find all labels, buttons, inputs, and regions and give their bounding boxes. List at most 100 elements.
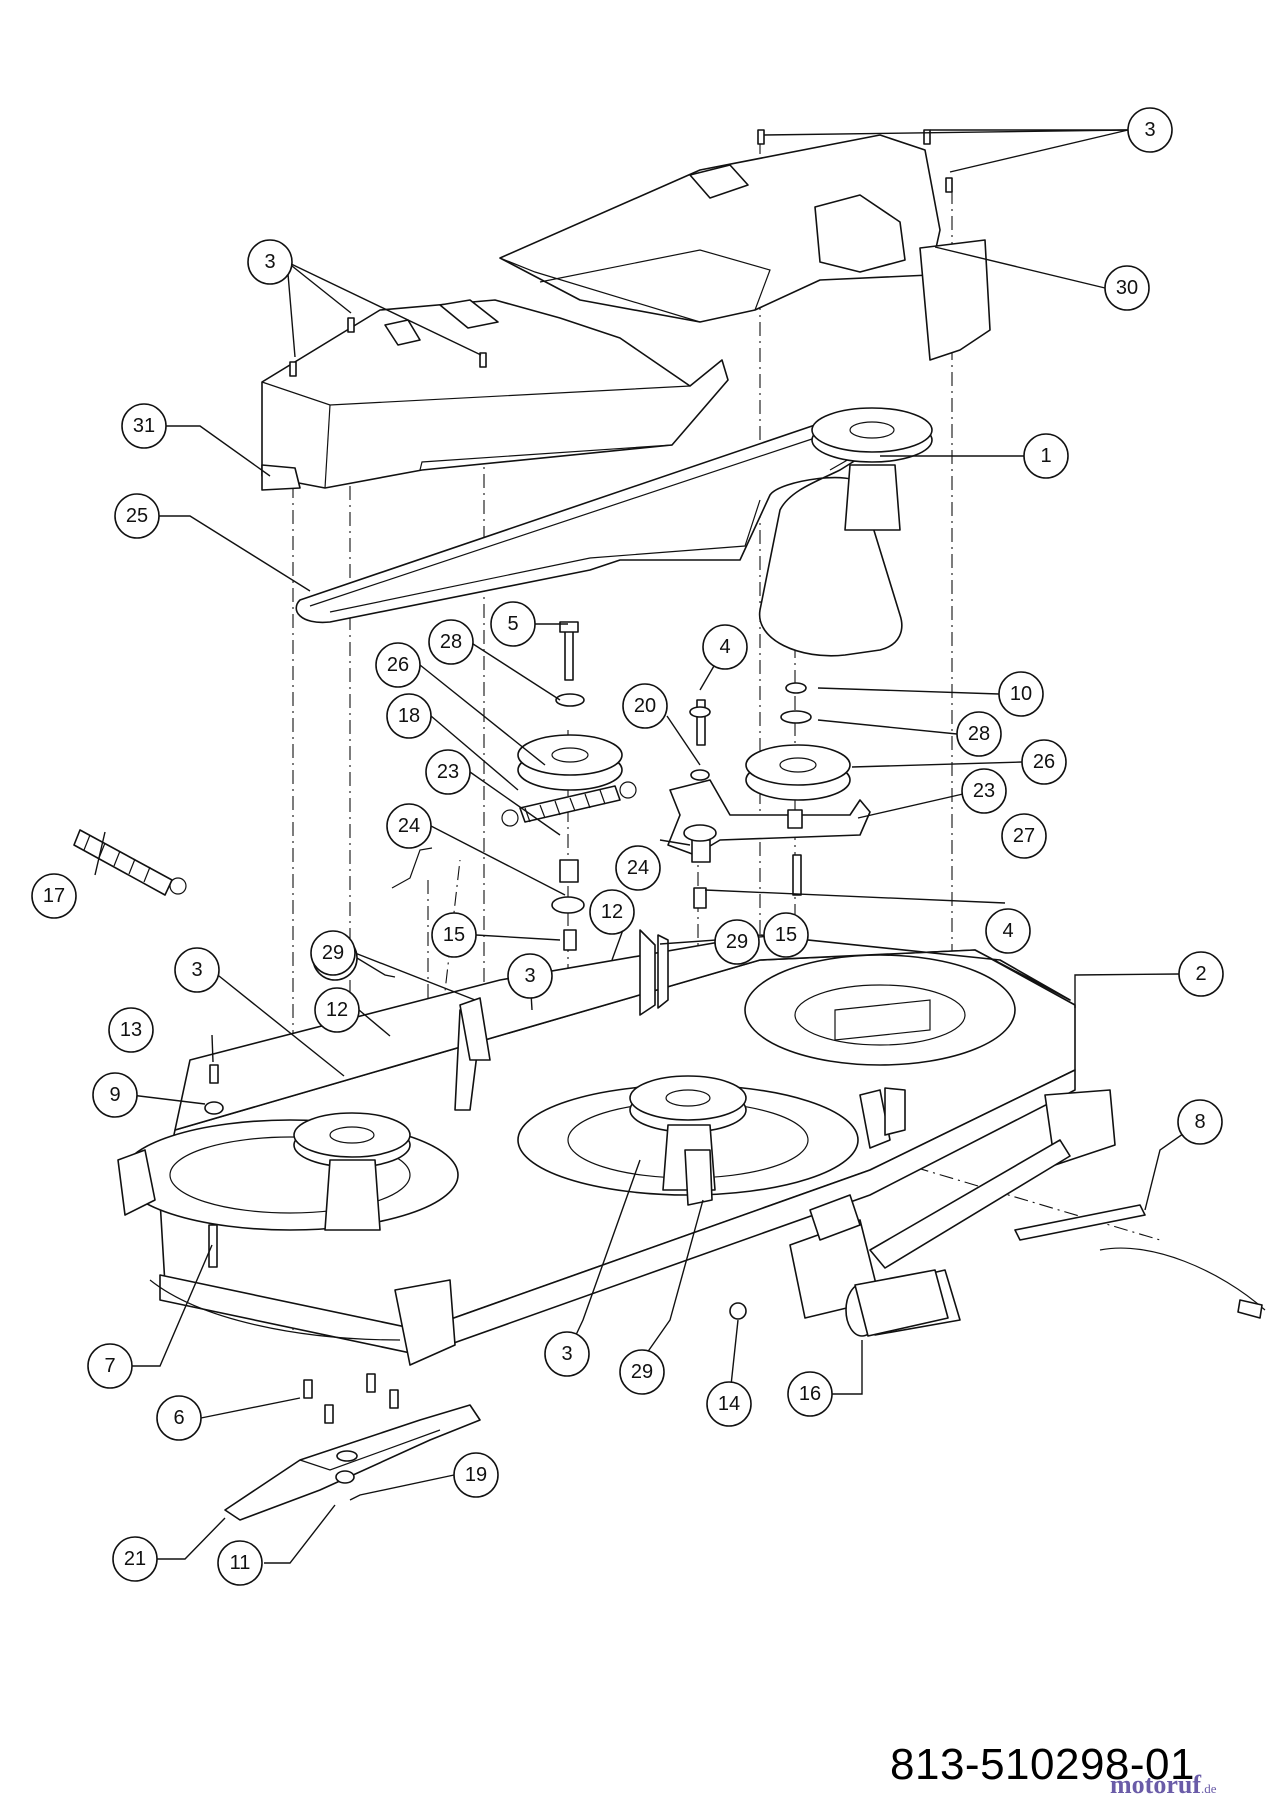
callout-23-right[interactable]: 23 [961, 768, 1007, 814]
svg-text:23: 23 [973, 780, 995, 802]
callout-29-upper[interactable]: 29 [714, 919, 760, 965]
callout-3-top-right[interactable]: 3 [1127, 107, 1173, 153]
svg-text:29: 29 [726, 931, 748, 953]
callout-3-deck[interactable]: 3 [507, 953, 553, 999]
svg-text:14: 14 [718, 1393, 740, 1415]
callout-28-right[interactable]: 28 [956, 711, 1002, 757]
callout-31[interactable]: 31 [121, 403, 167, 449]
svg-text:13: 13 [120, 1019, 142, 1041]
callout-28-left[interactable]: 28 [428, 619, 474, 665]
callout-10[interactable]: 10 [998, 671, 1044, 717]
svg-text:17: 17 [43, 885, 65, 907]
svg-text:12: 12 [326, 999, 348, 1021]
svg-text:5: 5 [507, 613, 518, 635]
svg-text:26: 26 [387, 654, 409, 676]
callout-5[interactable]: 5 [490, 601, 536, 647]
svg-text:23: 23 [437, 761, 459, 783]
callout-18[interactable]: 18 [386, 693, 432, 739]
svg-text:29: 29 [322, 942, 344, 964]
callout-16[interactable]: 16 [787, 1371, 833, 1417]
callout-15-left[interactable]: 15 [431, 912, 477, 958]
callout-21[interactable]: 21 [112, 1536, 158, 1582]
svg-text:8: 8 [1194, 1111, 1205, 1133]
svg-text:28: 28 [968, 723, 990, 745]
callout-27[interactable]: 27 [1001, 813, 1047, 859]
callout-13[interactable]: 13 [108, 1007, 154, 1053]
idler-pulley-left [517, 734, 623, 791]
callout-3-top-left[interactable]: 3 [247, 239, 293, 285]
leader-lines [94, 129, 1201, 1564]
svg-text:24: 24 [627, 857, 649, 879]
belt-cover-left [261, 299, 729, 491]
callout-1[interactable]: 1 [1023, 433, 1069, 479]
svg-text:28: 28 [440, 631, 462, 653]
callout-20[interactable]: 20 [622, 683, 668, 729]
callout-3-bottom[interactable]: 3 [544, 1331, 590, 1377]
svg-text:3: 3 [1144, 119, 1155, 141]
svg-text:26: 26 [1033, 751, 1055, 773]
svg-text:16: 16 [799, 1383, 821, 1405]
callout-24-right[interactable]: 24 [615, 845, 661, 891]
drawing-number: 813-510298-01 [890, 1740, 1195, 1789]
brackets [454, 929, 906, 1206]
callout-3-left[interactable]: 3 [174, 947, 220, 993]
svg-text:24: 24 [398, 815, 420, 837]
callout-19[interactable]: 19 [453, 1452, 499, 1498]
watermark-logo: motoruf.de [1110, 1770, 1217, 1800]
svg-text:3: 3 [561, 1343, 572, 1365]
callout-24-left[interactable]: 24 [386, 803, 432, 849]
hardware [204, 129, 953, 1484]
svg-text:21: 21 [124, 1548, 146, 1570]
spindle-pulley-center [629, 1075, 747, 1191]
callout-17[interactable]: 17 [31, 873, 77, 919]
svg-text:30: 30 [1116, 277, 1138, 299]
callout-2[interactable]: 2 [1178, 951, 1224, 997]
svg-text:9: 9 [109, 1084, 120, 1106]
svg-text:29: 29 [631, 1361, 653, 1383]
svg-text:3: 3 [191, 959, 202, 981]
callout-11[interactable]: 11 [217, 1540, 263, 1586]
callout-9[interactable]: 9 [92, 1072, 138, 1118]
svg-text:25: 25 [126, 505, 148, 527]
tension-spring-18 [501, 781, 637, 827]
spindle-pulley-top [811, 407, 933, 531]
watermark-domain: .de [1200, 1781, 1217, 1796]
svg-text:3: 3 [264, 251, 275, 273]
callout-23-left[interactable]: 23 [425, 749, 471, 795]
callout-15-right[interactable]: 15 [763, 912, 809, 958]
idler-arm [667, 779, 871, 856]
svg-text:20: 20 [634, 695, 656, 717]
svg-text:3: 3 [524, 965, 535, 987]
callout-29-left[interactable]: 29 [310, 930, 356, 976]
svg-text:2: 2 [1195, 963, 1206, 985]
svg-text:6: 6 [173, 1407, 184, 1429]
idler-pulley-right [745, 744, 851, 801]
callout-26-left[interactable]: 26 [375, 642, 421, 688]
svg-text:15: 15 [443, 924, 465, 946]
mower-blade [224, 1404, 481, 1521]
svg-text:1: 1 [1040, 445, 1051, 467]
callout-8[interactable]: 8 [1177, 1099, 1223, 1145]
mower-deck [117, 934, 1116, 1366]
belt-cover-right [499, 134, 991, 361]
svg-text:31: 31 [133, 415, 155, 437]
callout-12-lower[interactable]: 12 [314, 987, 360, 1033]
callout-4-upper[interactable]: 4 [702, 624, 748, 670]
callout-29-bottom[interactable]: 29 [619, 1349, 665, 1395]
callout-26-right[interactable]: 26 [1021, 739, 1067, 785]
svg-text:27: 27 [1013, 825, 1035, 847]
callout-12-upper[interactable]: 12 [589, 889, 635, 935]
svg-text:12: 12 [601, 901, 623, 923]
svg-text:15: 15 [775, 924, 797, 946]
callout-30[interactable]: 30 [1104, 265, 1150, 311]
callout-4-lower[interactable]: 4 [985, 908, 1031, 954]
svg-text:11: 11 [230, 1552, 251, 1574]
callout-14[interactable]: 14 [706, 1381, 752, 1427]
callout-25[interactable]: 25 [114, 493, 160, 539]
callout-6[interactable]: 6 [156, 1395, 202, 1441]
callout-7[interactable]: 7 [87, 1343, 133, 1389]
svg-text:4: 4 [1002, 920, 1013, 942]
front-roller-assembly [789, 1139, 1266, 1337]
svg-text:7: 7 [104, 1355, 115, 1377]
